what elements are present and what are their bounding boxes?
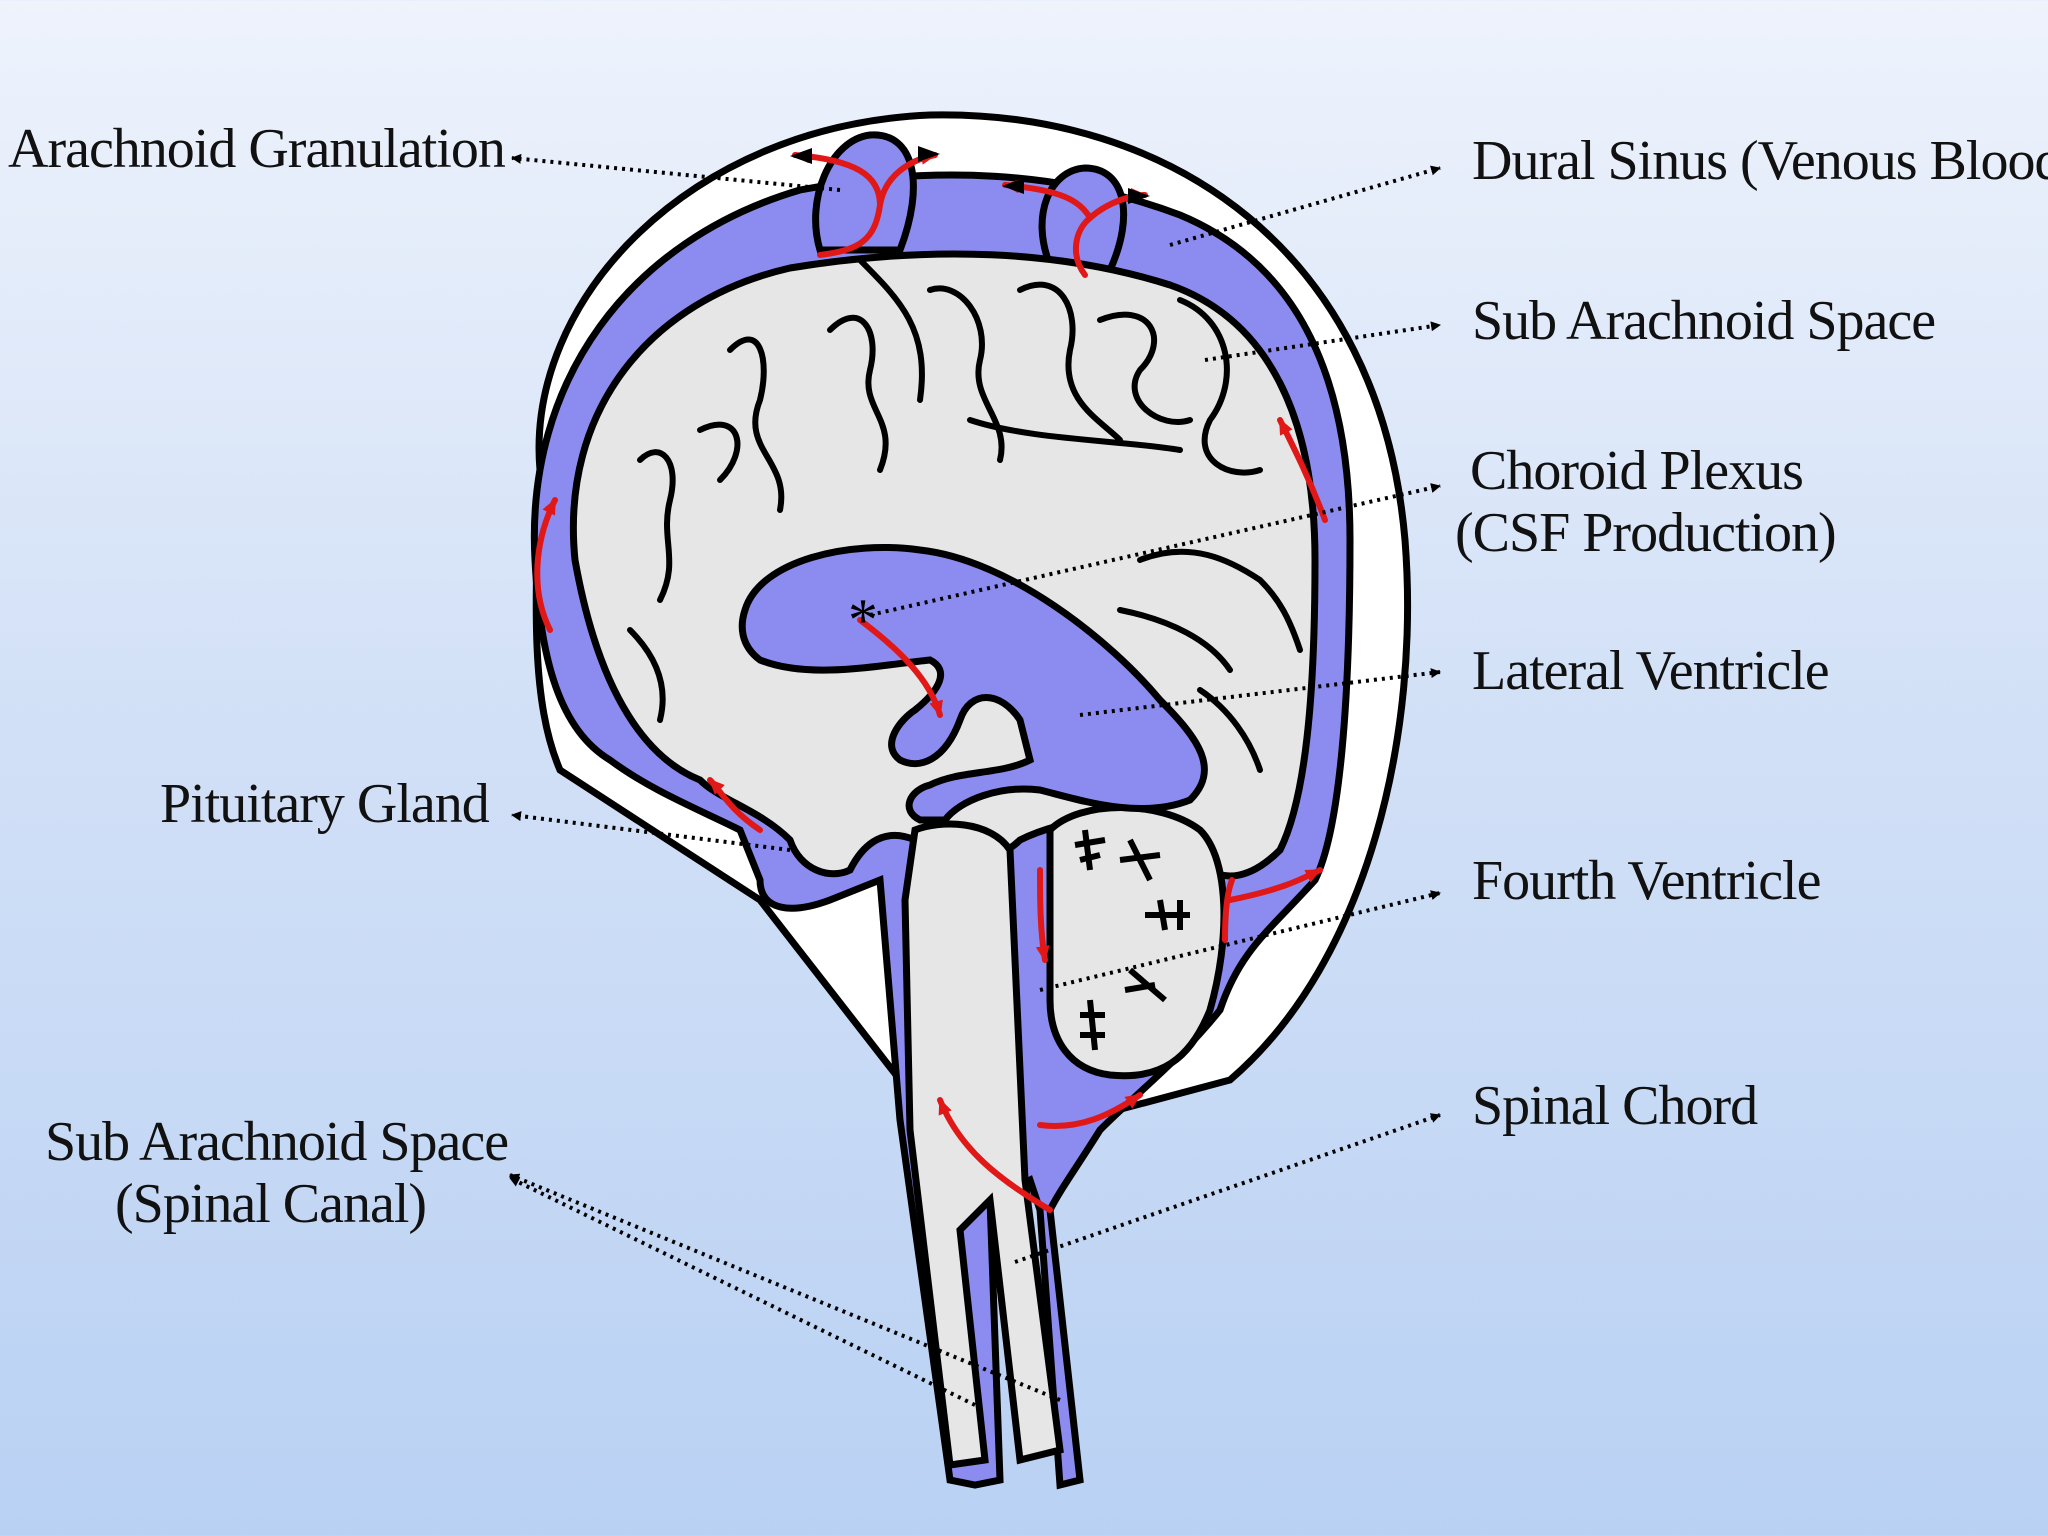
brain-sulci bbox=[627, 257, 1303, 773]
csf-flow-arrows bbox=[534, 149, 1328, 1213]
label-sub-arachnoid-space: Sub Arachnoid Space bbox=[1472, 290, 1936, 352]
arachnoid-granulation-right bbox=[1038, 164, 1128, 274]
label-arachnoid-granulation: Arachnoid Granulation bbox=[8, 118, 506, 180]
choroid-plexus-marker: * bbox=[848, 587, 878, 653]
label-dural-sinus: Dural Sinus (Venous Blood) bbox=[1472, 130, 2048, 192]
spinal-chord-shape bbox=[901, 820, 1064, 1469]
label-pituitary-gland: Pituitary Gland bbox=[160, 773, 490, 835]
label-sub-arachnoid-spinal: Sub Arachnoid Space (Spinal Canal) bbox=[45, 1111, 509, 1235]
label-choroid-plexus: Choroid Plexus (CSF Production) bbox=[1455, 440, 1837, 564]
leader-lines bbox=[509, 153, 1441, 1407]
label-fourth-ventricle: Fourth Ventricle bbox=[1472, 850, 1821, 912]
lateral-ventricle-shape bbox=[738, 544, 1208, 824]
label-lateral-ventricle: Lateral Ventricle bbox=[1472, 640, 1830, 702]
granulation-arrowheads bbox=[790, 146, 1150, 204]
cerebellum-folia bbox=[1074, 829, 1190, 1051]
label-spinal-chord: Spinal Chord bbox=[1472, 1075, 1758, 1137]
